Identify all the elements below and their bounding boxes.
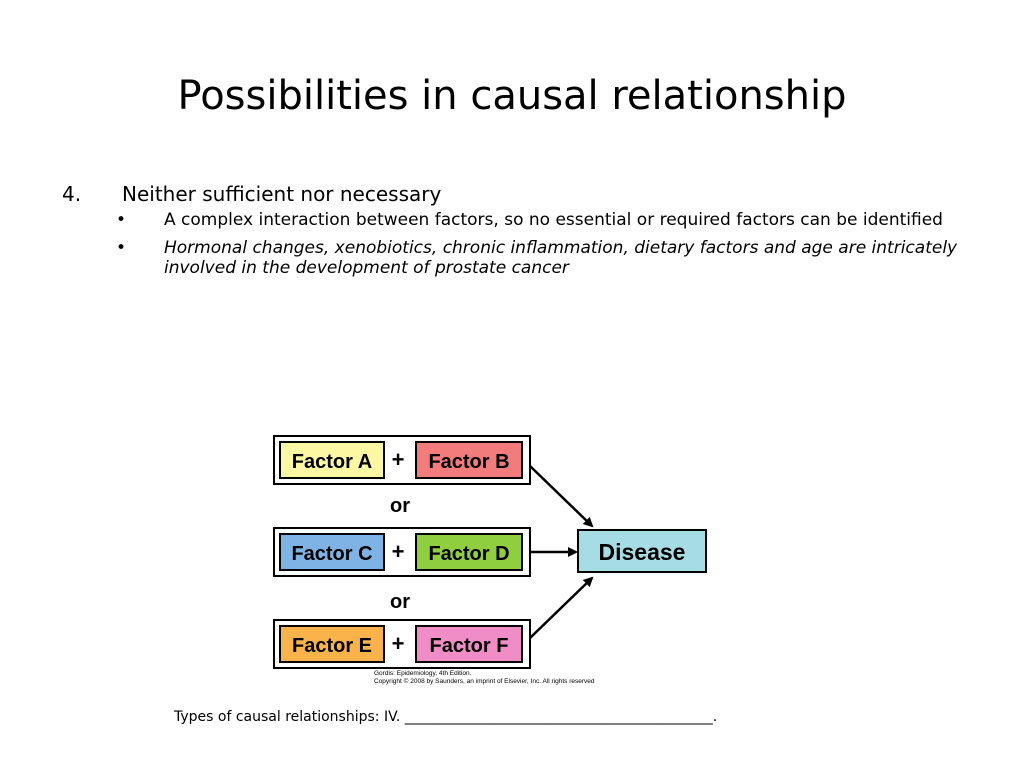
bullet-marker: • <box>116 210 127 230</box>
factor-a-label: Factor A <box>292 451 372 473</box>
factor-e-box <box>279 625 385 663</box>
plus-sign: + <box>392 539 405 564</box>
or-label-2: or <box>390 591 410 613</box>
bullet-text: A complex interaction between factors, s… <box>164 210 943 230</box>
causal-diagram: Factor A + Factor B or Factor C + Factor… <box>273 435 707 685</box>
factor-f-box <box>415 625 523 663</box>
disease-label: Disease <box>599 539 686 565</box>
factor-c-box <box>279 533 385 571</box>
factor-d-box <box>415 533 523 571</box>
slide-title: Possibilities in causal relationship <box>177 73 847 119</box>
bullet-list: • A complex interaction between factors,… <box>116 210 976 286</box>
arrow-1 <box>529 465 594 528</box>
point-heading: 4. Neither sufficient nor necessary <box>62 180 441 208</box>
factor-pair-2: Factor C + Factor D <box>273 527 531 577</box>
factor-pair-3: Factor E + Factor F <box>273 619 531 669</box>
factor-f-label: Factor F <box>430 635 509 657</box>
bullet-item-2: • Hormonal changes, xenobiotics, chronic… <box>116 238 976 278</box>
credit-line-2: Copyright © 2008 by Saunders, an imprint… <box>374 677 595 685</box>
factor-a-box <box>279 441 385 479</box>
factor-b-box <box>415 441 523 479</box>
plus-sign: + <box>392 447 405 472</box>
factor-b-label: Factor B <box>428 451 509 473</box>
bullet-marker: • <box>116 238 127 258</box>
plus-sign: + <box>392 631 405 656</box>
factor-d-label: Factor D <box>428 543 509 565</box>
factor-pair-1: Factor A + Factor B <box>273 435 531 485</box>
or-label-1: or <box>390 495 410 517</box>
bullet-text: Hormonal changes, xenobiotics, chronic i… <box>164 238 958 278</box>
point-number: 4. <box>62 182 82 206</box>
caption: Types of causal relationships: IV. _____… <box>174 709 718 725</box>
factor-c-label: Factor C <box>291 543 372 565</box>
disease-box: Disease <box>577 529 707 573</box>
point-heading-text: Neither sufficient nor necessary <box>122 182 442 206</box>
arrow-3 <box>529 576 594 639</box>
factor-e-label: Factor E <box>292 635 372 657</box>
credit-line-1: Gordis: Epidemiology, 4th Edition. <box>374 670 472 677</box>
bullet-item-1: • A complex interaction between factors,… <box>116 210 976 230</box>
